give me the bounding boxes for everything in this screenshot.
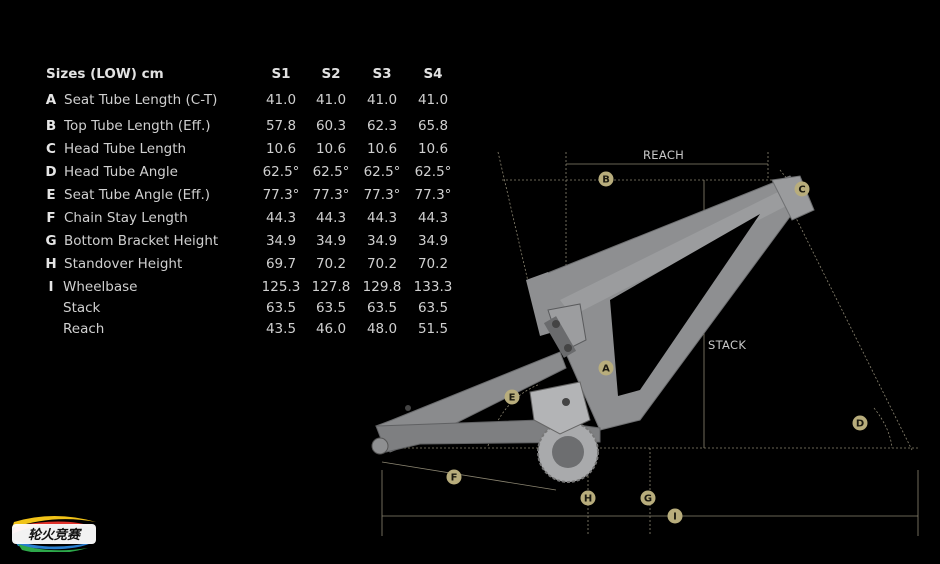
frame — [371, 175, 815, 483]
marker-c: C — [794, 181, 810, 197]
row-value-s4: 34.9 — [417, 233, 449, 249]
row-value-s4: 133.3 — [413, 279, 453, 295]
row-value-s3: 10.6 — [366, 141, 398, 157]
row-value-s3: 62.3 — [366, 118, 398, 134]
row-name: Chain Stay Length — [64, 210, 188, 226]
row-value-s2: 63.5 — [315, 300, 347, 316]
marker-label: C — [798, 185, 805, 196]
row-name: Standover Height — [64, 256, 183, 272]
row-value-s1: 77.3° — [262, 187, 300, 203]
row-letter: E — [46, 187, 56, 203]
row-letter: C — [46, 141, 56, 157]
row-value-s1: 10.6 — [265, 141, 297, 157]
marker-a: A — [598, 360, 614, 376]
row-name: Head Tube Length — [64, 141, 187, 157]
row-value-s4: 44.3 — [417, 210, 449, 226]
row-value-s2: 60.3 — [315, 118, 347, 134]
row-value-s4: 41.0 — [417, 92, 449, 108]
dimension-markers: A B C D E F G H I — [446, 171, 868, 524]
row-value-s1: 41.0 — [265, 92, 297, 108]
marker-h: H — [580, 490, 596, 506]
size-header-s1: S1 — [271, 66, 291, 82]
size-header-s4: S4 — [423, 66, 443, 82]
marker-label: I — [673, 512, 677, 523]
row-value-s1: 69.7 — [265, 256, 297, 272]
row-letter: I — [48, 279, 54, 295]
row-name: Wheelbase — [63, 279, 138, 295]
row-value-s3: 63.5 — [366, 300, 398, 316]
size-header-s3: S3 — [372, 66, 392, 82]
row-value-s2: 44.3 — [315, 210, 347, 226]
row-value-s4: 77.3° — [414, 187, 452, 203]
row-name: Seat Tube Length (C-T) — [64, 92, 218, 108]
marker-label: A — [602, 364, 610, 375]
marker-g: G — [640, 490, 656, 506]
row-value-s2: 34.9 — [315, 233, 347, 249]
row-letter: D — [45, 164, 57, 180]
marker-label: F — [451, 473, 458, 484]
marker-label: E — [509, 393, 516, 404]
row-letter: F — [46, 210, 56, 226]
row-value-s3: 44.3 — [366, 210, 398, 226]
row-value-s3: 62.5° — [363, 164, 401, 180]
marker-label: G — [644, 494, 652, 505]
row-value-s3: 77.3° — [363, 187, 401, 203]
marker-i: I — [667, 508, 683, 524]
row-value-s1: 57.8 — [265, 118, 297, 134]
row-letter: B — [45, 118, 57, 134]
geometry-table: Sizes (LOW) cm S1 S2 S3 S4 A Seat Tube Le… — [0, 0, 470, 350]
row-letter: H — [45, 256, 57, 272]
row-name: Top Tube Length (Eff.) — [64, 118, 211, 134]
row-value-s2: 70.2 — [315, 256, 347, 272]
marker-f: F — [446, 469, 462, 485]
size-header-s2: S2 — [321, 66, 341, 82]
row-value-s4: 70.2 — [417, 256, 449, 272]
row-value-s4: 10.6 — [417, 141, 449, 157]
table-title: Sizes (LOW) cm — [46, 66, 164, 82]
row-value-s3: 70.2 — [366, 256, 398, 272]
row-value-s3: 129.8 — [362, 279, 402, 295]
stack-label: STACK — [708, 338, 746, 352]
reach-label: REACH — [643, 148, 684, 162]
logo-text: 轮火竞赛 — [28, 527, 82, 543]
marker-label: B — [602, 175, 610, 186]
row-name: Head Tube Angle — [64, 164, 178, 180]
row-value-s4: 63.5 — [417, 300, 449, 316]
row-letter: G — [45, 233, 57, 249]
row-value-s1: 125.3 — [261, 279, 301, 295]
marker-d: D — [852, 415, 868, 431]
row-value-s1: 44.3 — [265, 210, 297, 226]
row-letter: A — [45, 92, 57, 108]
row-value-s3: 41.0 — [366, 92, 398, 108]
marker-e: E — [504, 389, 520, 405]
row-name: Seat Tube Angle (Eff.) — [64, 187, 211, 203]
row-name: Bottom Bracket Height — [64, 233, 219, 249]
row-value-s2: 10.6 — [315, 141, 347, 157]
row-value-s3: 34.9 — [366, 233, 398, 249]
row-name: Reach — [63, 321, 105, 337]
row-value-s2: 62.5° — [312, 164, 350, 180]
row-value-s2: 46.0 — [315, 321, 347, 337]
row-value-s2: 127.8 — [311, 279, 351, 295]
row-value-s2: 77.3° — [312, 187, 350, 203]
row-value-s4: 62.5° — [414, 164, 452, 180]
row-value-s3: 48.0 — [366, 321, 398, 337]
marker-b: B — [598, 171, 614, 187]
row-value-s1: 62.5° — [262, 164, 300, 180]
row-value-s4: 51.5 — [417, 321, 449, 337]
brand-logo: 轮火竞赛 — [12, 516, 96, 552]
row-value-s1: 43.5 — [265, 321, 297, 337]
row-value-s2: 41.0 — [315, 92, 347, 108]
row-value-s1: 63.5 — [265, 300, 297, 316]
marker-label: D — [856, 419, 864, 430]
row-name: Stack — [63, 300, 101, 316]
row-value-s1: 34.9 — [265, 233, 297, 249]
marker-label: H — [584, 494, 592, 505]
row-value-s4: 65.8 — [417, 118, 449, 134]
